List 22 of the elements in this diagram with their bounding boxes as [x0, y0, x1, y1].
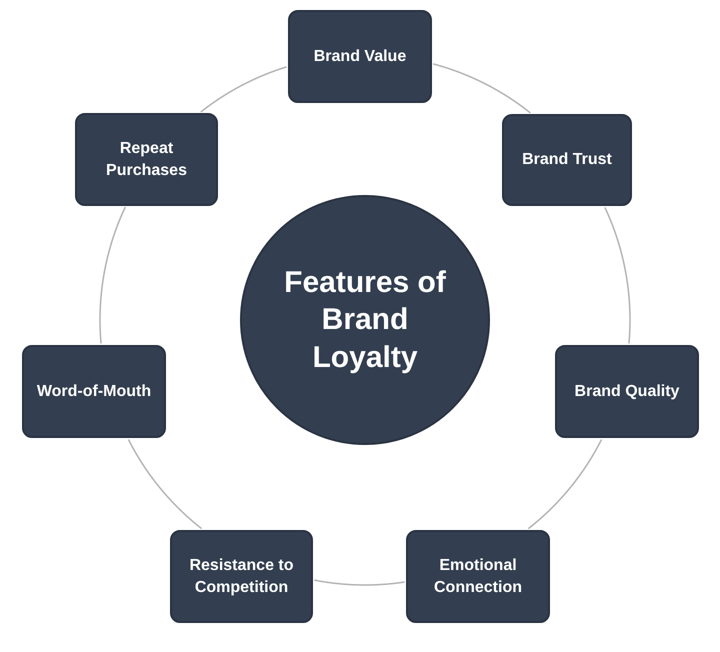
feature-box	[406, 530, 550, 623]
feature-box	[170, 530, 313, 623]
connector-arc	[200, 66, 287, 113]
connector-arc	[528, 439, 602, 530]
connector-arc	[128, 439, 202, 530]
connector-arc	[314, 579, 405, 586]
node-label: Resistance to Competition	[188, 556, 295, 598]
connector-arc	[99, 206, 126, 344]
node-label: Brand Quality	[574, 382, 680, 402]
feature-box	[22, 345, 166, 438]
node-label: Brand Value	[314, 46, 406, 67]
feature-box	[288, 10, 432, 103]
node-label: Brand Trust	[522, 150, 612, 170]
node-label: Emotional Connection	[433, 556, 523, 598]
feature-box	[75, 113, 218, 206]
node-label: Word-of-Mouth	[36, 382, 152, 402]
connector-arc	[432, 63, 531, 114]
node-label: Features of Brand Loyalty	[283, 264, 447, 376]
feature-box	[555, 345, 699, 438]
connector-arc	[604, 207, 631, 344]
node-label: Repeat Purchases	[105, 138, 188, 180]
feature-box	[502, 114, 632, 206]
